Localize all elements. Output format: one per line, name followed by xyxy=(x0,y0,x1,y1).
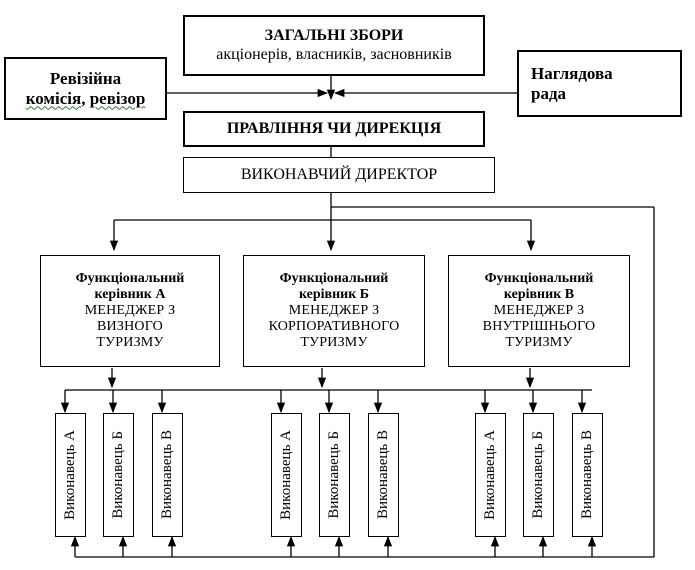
auditor-word: ревізор xyxy=(89,88,146,108)
manager-v-line3: ТУРИЗМУ xyxy=(505,335,573,351)
board-label: ПРАВЛІННЯ ЧИ ДИРЕКЦІЯ xyxy=(226,119,442,137)
executor-v-v: Виконавець В xyxy=(572,413,603,537)
board-box: ПРАВЛІННЯ ЧИ ДИРЕКЦІЯ xyxy=(183,111,485,147)
supervisory-board-line1: Наглядова xyxy=(531,63,613,83)
manager-a-title: Функціональний керівник А xyxy=(75,270,185,302)
general-meeting-title: ЗАГАЛЬНІ ЗБОРИ xyxy=(264,27,404,45)
general-meeting-box: ЗАГАЛЬНІ ЗБОРИ акціонерів, власників, за… xyxy=(183,15,485,76)
executor-a-v: Виконавець В xyxy=(152,413,183,537)
manager-b-line3: ТУРИЗМУ xyxy=(300,335,368,351)
manager-b-line2: КОРПОРАТИВНОГО xyxy=(268,319,400,335)
manager-b-line1: МЕНЕДЖЕР З xyxy=(288,302,380,318)
manager-a-box: Функціональний керівник А МЕНЕДЖЕР З ВИЗ… xyxy=(40,255,220,367)
manager-a-line1: МЕНЕДЖЕР З xyxy=(84,302,176,318)
manager-a-line2: ВИЗНОГО xyxy=(97,319,163,335)
manager-a-line3: ТУРИЗМУ xyxy=(96,335,164,351)
manager-v-line1: МЕНЕДЖЕР З xyxy=(493,302,585,318)
audit-commission-line2: комісія, ревізор xyxy=(26,89,146,109)
manager-b-title: Функціональний керівник Б xyxy=(279,270,389,302)
manager-v-box: Функціональний керівник В МЕНЕДЖЕР З ВНУ… xyxy=(448,255,630,367)
audit-commission-line1: Ревізійна xyxy=(49,68,122,88)
executor-a-b: Виконавець Б xyxy=(103,413,134,537)
audit-commission-box: Ревізійна комісія, ревізор xyxy=(4,57,167,120)
supervisory-board-box: Наглядова рада xyxy=(517,50,682,117)
executor-v-a: Виконавець А xyxy=(475,413,506,537)
executor-b-a: Виконавець А xyxy=(271,413,302,537)
audit-commission-sep: , xyxy=(81,88,90,108)
executor-v-b: Виконавець Б xyxy=(523,413,554,537)
manager-b-box: Функціональний керівник Б МЕНЕДЖЕР З КОР… xyxy=(243,255,425,367)
executor-b-v: Виконавець В xyxy=(368,413,399,537)
manager-v-title: Функціональний керівник В xyxy=(484,270,594,302)
executor-b-b: Виконавець Б xyxy=(319,413,350,537)
executive-director-box: ВИКОНАВЧИЙ ДИРЕКТОР xyxy=(183,157,495,193)
audit-commission-word: комісія xyxy=(25,88,82,108)
general-meeting-subtitle: акціонерів, власників, засновників xyxy=(216,45,452,63)
executor-a-a: Виконавець А xyxy=(55,413,86,537)
supervisory-board-line2: рада xyxy=(531,83,567,103)
executive-director-label: ВИКОНАВЧИЙ ДИРЕКТОР xyxy=(240,165,438,183)
manager-v-line2: ВНУТРІШНЬОГО xyxy=(482,319,596,335)
